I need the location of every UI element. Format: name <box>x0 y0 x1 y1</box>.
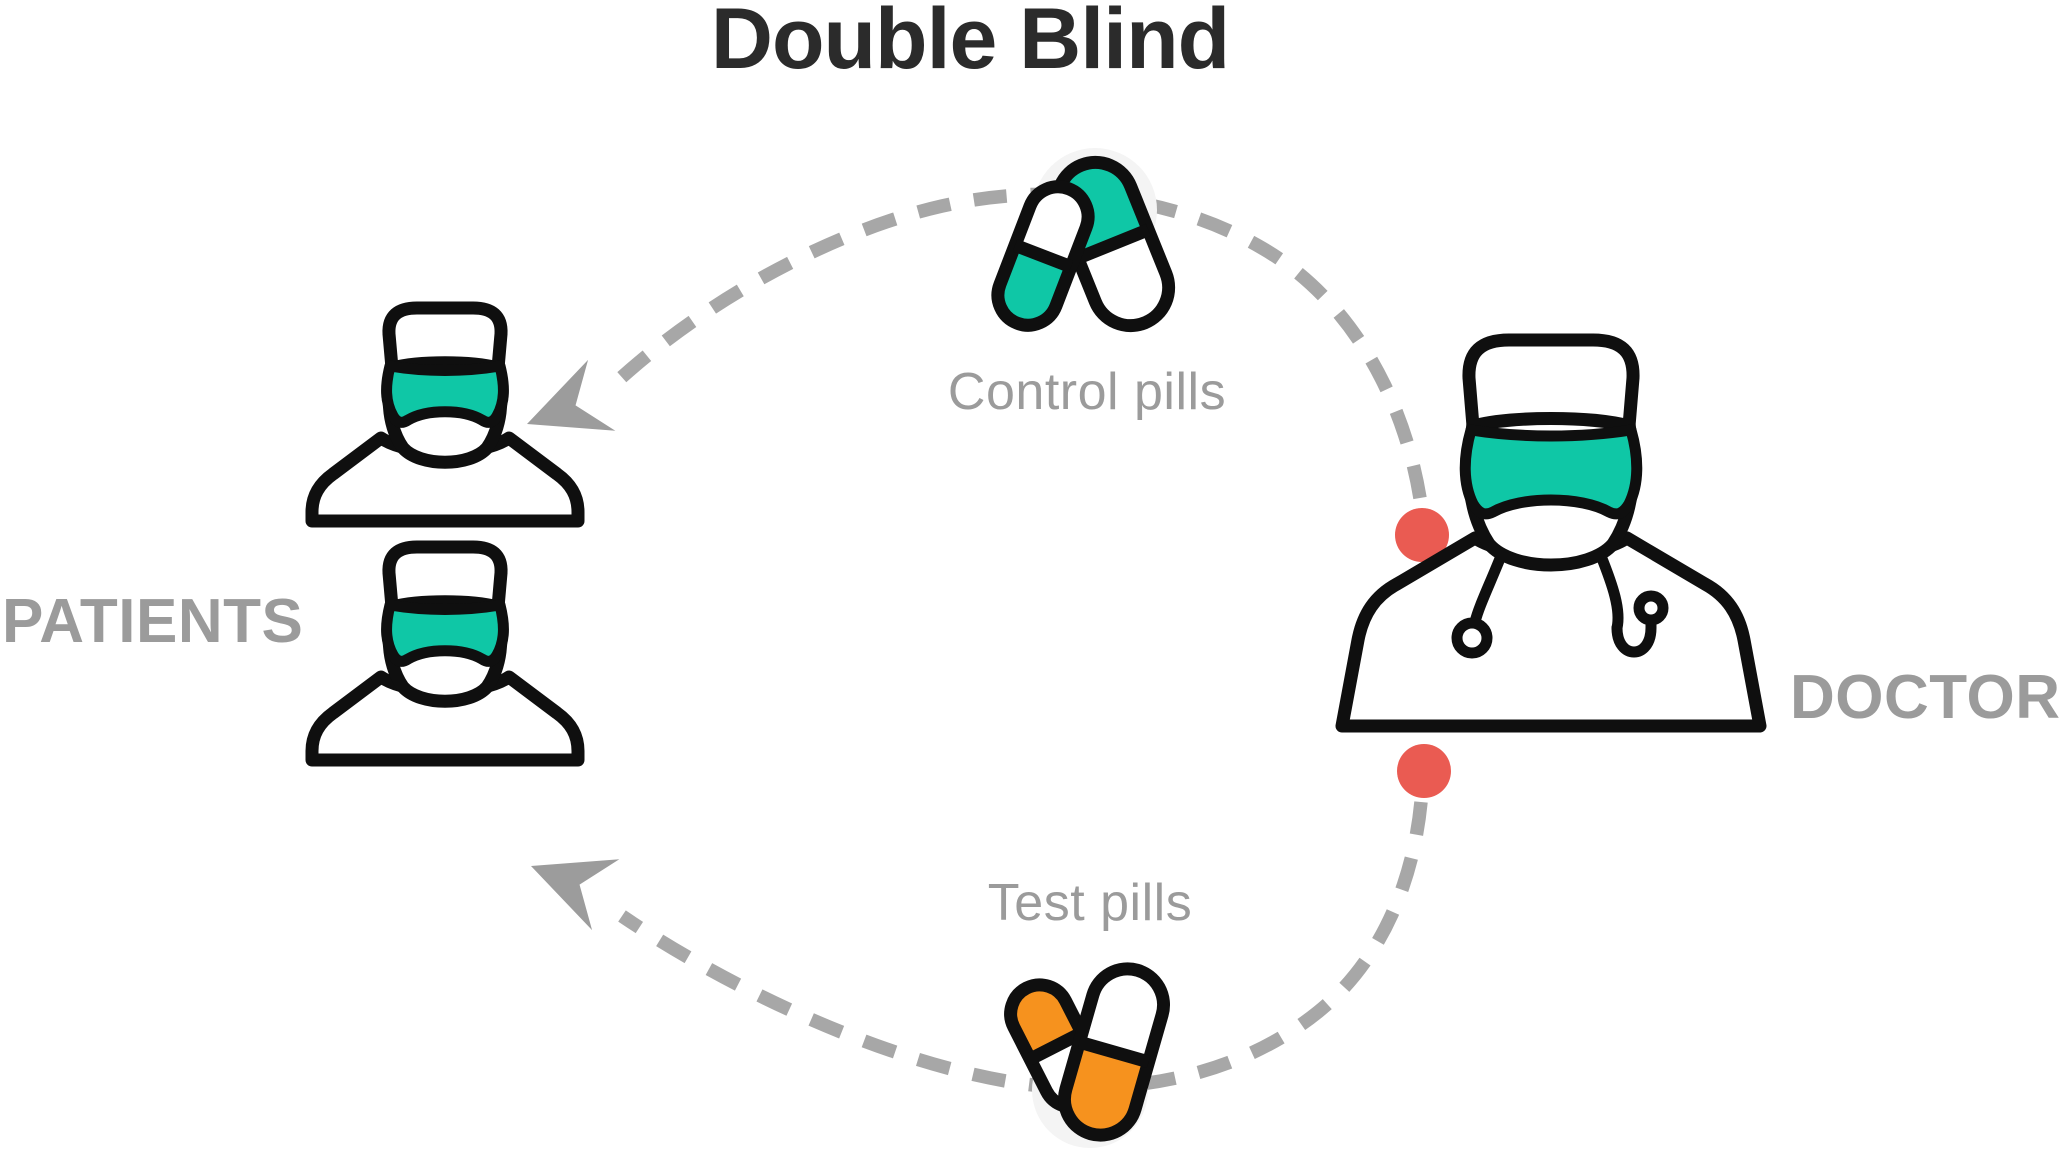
control-pills-icon <box>991 148 1176 333</box>
arrow-to-patients-bottom-icon <box>517 830 620 931</box>
control-pills-label: Control pills <box>947 363 1227 421</box>
test-pills-icon <box>1004 962 1171 1148</box>
red-dot-marker-top <box>1395 508 1449 562</box>
red-dot-marker-bottom <box>1397 744 1451 798</box>
test-pills-label: Test pills <box>987 874 1193 932</box>
arrow-to-patients-top-icon <box>513 359 616 460</box>
doctor-label: DOCTOR <box>1790 663 2061 732</box>
patient-icon <box>312 547 578 760</box>
doctor-icon <box>1335 333 1767 733</box>
page-title: Double Blind <box>710 0 1230 87</box>
patients-label: PATIENTS <box>2 587 304 656</box>
